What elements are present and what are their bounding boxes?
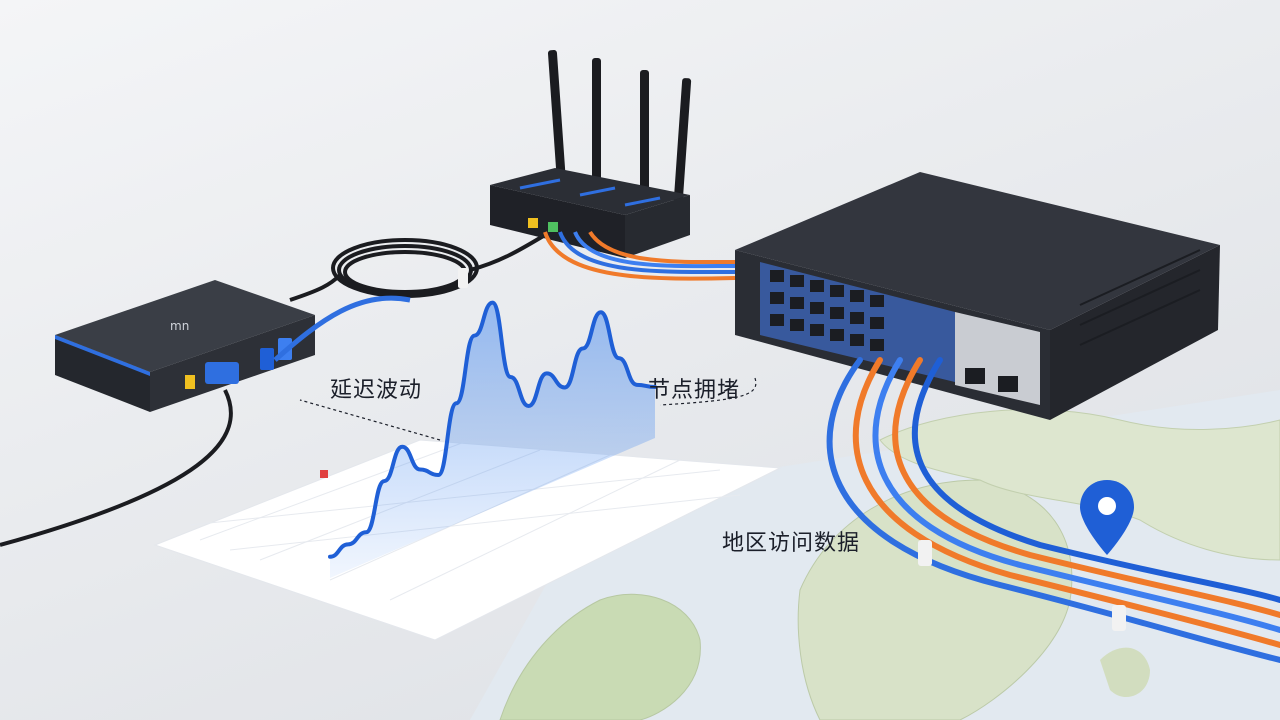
modem-ethernet-cable [273, 295, 411, 362]
network-switch-icon [735, 172, 1220, 420]
coiled-cable [289, 233, 547, 302]
chart-grid [189, 439, 741, 601]
switch-map-cables [826, 357, 1280, 663]
chart-legend-swatch [320, 470, 328, 478]
latency-wave-line [328, 300, 657, 559]
map-land-madagascar [1100, 647, 1150, 698]
modem-power-cable [0, 389, 233, 547]
router-icon [490, 50, 692, 258]
router-switch-cables [543, 230, 736, 281]
latency-label: 延迟波动 [330, 378, 423, 403]
cable-tie [1112, 605, 1126, 631]
regional-data-label: 地区访问数据 [722, 531, 861, 556]
modem-icon: mn [55, 280, 315, 412]
cable-tie [918, 540, 932, 566]
congestion-leader-line [659, 377, 757, 406]
map-pin-icon [1080, 480, 1134, 555]
latency-leader-line [299, 399, 441, 441]
svg-text:mn: mn [170, 319, 189, 333]
cable-tie [458, 268, 468, 288]
congestion-label: 节点拥堵 [648, 378, 741, 403]
map-land-south-america [499, 593, 701, 720]
chart-sheet [153, 439, 782, 641]
